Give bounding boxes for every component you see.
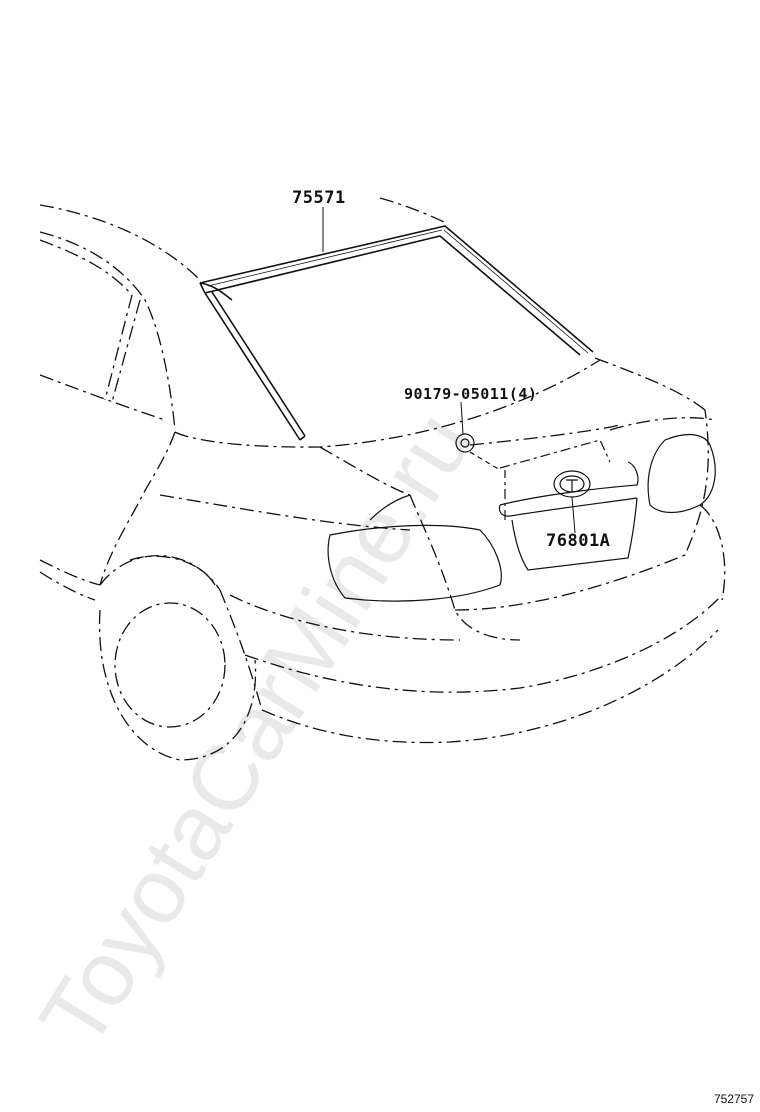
callout-rear-window-molding[interactable]: 75571 (292, 188, 346, 208)
body-outline (39, 197, 726, 761)
leader-lines (322, 207, 576, 534)
callout-clip[interactable]: 90179-05011(4) (404, 385, 538, 403)
clip-part (455, 433, 501, 471)
diagram-id: 752757 (713, 1092, 754, 1106)
molding-hatch (207, 229, 589, 354)
tail-lights (327, 433, 716, 602)
callout-emblem[interactable]: 76801A (546, 531, 611, 551)
rear-window-molding (199, 225, 594, 441)
